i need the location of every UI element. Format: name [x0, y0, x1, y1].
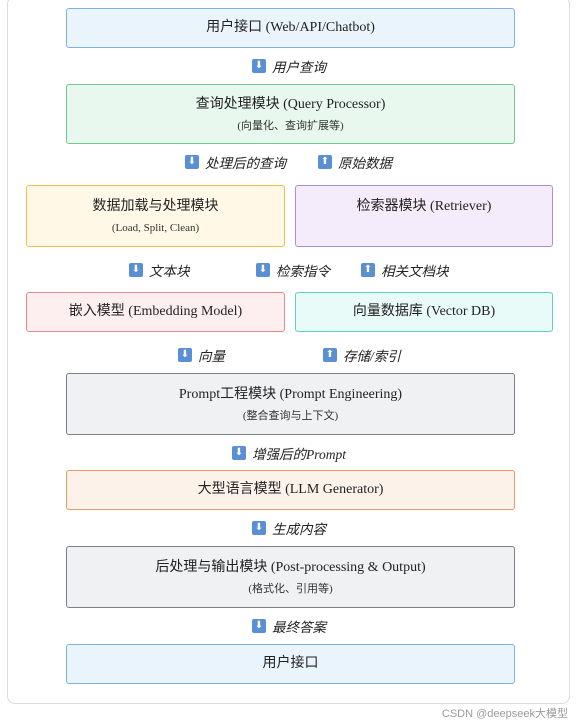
flow-related-chunks: ⬆ 相关文档块 — [361, 261, 449, 279]
query-processor-box: 查询处理模块 (Query Processor) (向量化、查询扩展等) — [66, 84, 515, 144]
prompt-engineering-box: Prompt工程模块 (Prompt Engineering) (整合查询与上下… — [66, 373, 515, 435]
watermark: CSDN @deepseek大模型 — [441, 708, 568, 720]
vector-db-title: 向量数据库 (Vector DB) — [352, 304, 496, 319]
llm-generator-title: 大型语言模型 (LLM Generator) — [197, 482, 384, 497]
flow-store-index: ⬆ 存储/索引 — [323, 346, 401, 364]
arrow-down-icon: ⬇ — [252, 59, 266, 73]
flow-final-answer-label: 最终答案 — [272, 620, 326, 635]
flow-final-answer: ⬇ 最终答案 — [252, 617, 326, 635]
post-processing-subtitle: (格式化、引用等) — [248, 582, 333, 595]
flow-enhanced-prompt: ⬇ 增强后的Prompt — [232, 444, 346, 462]
data-loader-subtitle: (Load, Split, Clean) — [111, 221, 200, 234]
flow-user-query-label: 用户查询 — [272, 60, 326, 75]
flow-generated-content: ⬇ 生成内容 — [252, 519, 326, 537]
post-processing-title: 后处理与输出模块 (Post-processing & Output) — [155, 559, 426, 575]
flow-vectors-label: 向量 — [198, 349, 225, 364]
flow-user-query: ⬇ 用户查询 — [252, 57, 326, 75]
flow-raw-data: ⬆ 原始数据 — [318, 153, 392, 171]
data-loader-box: 数据加载与处理模块 (Load, Split, Clean) — [26, 185, 285, 247]
user-interface-end-box: 用户接口 — [66, 644, 515, 684]
flow-retrieval-command: ⬇ 检索指令 — [256, 261, 330, 279]
arrow-down-icon: ⬇ — [256, 263, 270, 277]
flow-enhanced-prompt-label: 增强后的Prompt — [252, 447, 346, 462]
arrow-up-icon: ⬆ — [323, 348, 337, 362]
user-interface-title: 用户接口 (Web/API/Chatbot) — [206, 20, 375, 35]
flow-store-index-label: 存储/索引 — [343, 349, 401, 364]
flow-vectors: ⬇ 向量 — [178, 346, 225, 364]
arrow-down-icon: ⬇ — [178, 348, 192, 362]
arrow-up-icon: ⬆ — [318, 155, 332, 169]
flow-text-chunks: ⬇ 文本块 — [129, 261, 190, 279]
user-interface-end-title: 用户接口 — [262, 656, 319, 671]
query-processor-subtitle: (向量化、查询扩展等) — [237, 119, 344, 132]
llm-generator-box: 大型语言模型 (LLM Generator) — [66, 470, 515, 510]
flow-processed-query: ⬇ 处理后的查询 — [185, 153, 286, 171]
arrow-down-icon: ⬇ — [232, 446, 246, 460]
flow-raw-data-label: 原始数据 — [338, 156, 392, 171]
user-interface-box: 用户接口 (Web/API/Chatbot) — [66, 8, 515, 48]
flow-generated-content-label: 生成内容 — [272, 522, 326, 537]
arrow-down-icon: ⬇ — [252, 619, 266, 633]
retriever-box: 检索器模块 (Retriever) — [295, 185, 553, 247]
arrow-down-icon: ⬇ — [252, 521, 266, 535]
retriever-title: 检索器模块 (Retriever) — [356, 199, 492, 214]
arrow-up-icon: ⬆ — [361, 263, 375, 277]
embedding-model-title: 嵌入模型 (Embedding Model) — [68, 304, 243, 319]
embedding-model-box: 嵌入模型 (Embedding Model) — [26, 292, 285, 332]
flow-related-chunks-label: 相关文档块 — [381, 264, 449, 279]
query-processor-title: 查询处理模块 (Query Processor) — [195, 96, 386, 112]
arrow-down-icon: ⬇ — [129, 263, 143, 277]
prompt-engineering-title: Prompt工程模块 (Prompt Engineering) — [178, 386, 403, 402]
prompt-engineering-subtitle: (整合查询与上下文) — [242, 409, 339, 422]
arrow-down-icon: ⬇ — [185, 155, 199, 169]
flow-text-chunks-label: 文本块 — [149, 264, 190, 279]
post-processing-box: 后处理与输出模块 (Post-processing & Output) (格式化… — [66, 546, 515, 608]
flow-processed-query-label: 处理后的查询 — [205, 156, 286, 171]
vector-db-box: 向量数据库 (Vector DB) — [295, 292, 553, 332]
flow-retrieval-command-label: 检索指令 — [276, 264, 330, 279]
data-loader-title: 数据加载与处理模块 — [92, 198, 219, 214]
